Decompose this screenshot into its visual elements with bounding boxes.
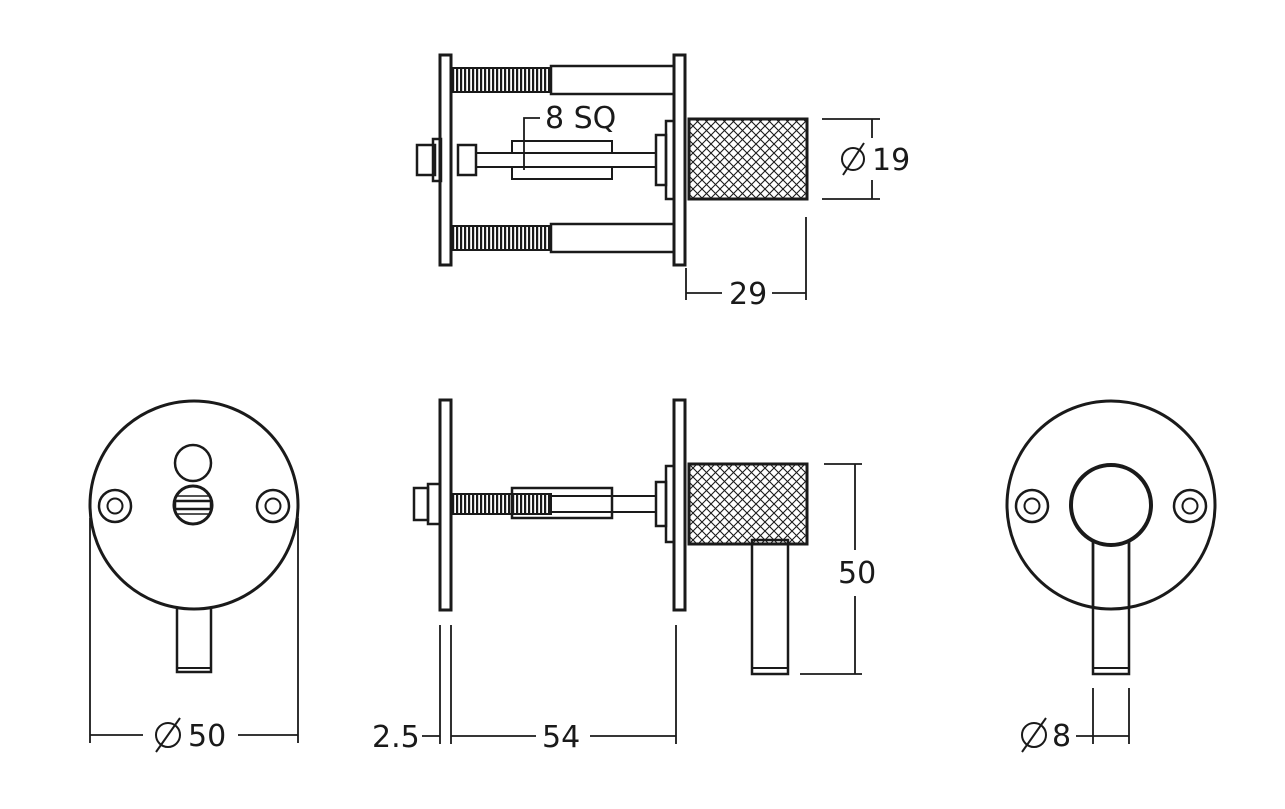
top-square-bar-lower bbox=[511, 166, 613, 180]
top-right-plate bbox=[672, 53, 687, 267]
right-screw-icon bbox=[1172, 488, 1208, 524]
top-spindle-collar bbox=[431, 137, 443, 183]
square-spindle-label: 8 SQ bbox=[545, 101, 616, 136]
top-lower-thread bbox=[450, 225, 552, 251]
side-knurled-knob bbox=[687, 462, 809, 546]
side-thread bbox=[450, 493, 552, 515]
door-span-label: 54 bbox=[542, 720, 580, 755]
top-upper-sleeve bbox=[549, 64, 676, 96]
front-indicator-view: 50 bbox=[88, 399, 300, 754]
top-view: 8 SQ 19 29 bbox=[415, 53, 910, 312]
top-knurled-knob bbox=[687, 117, 809, 201]
top-spindle-end-cap bbox=[415, 143, 437, 177]
side-right-plate bbox=[672, 398, 687, 612]
lever-height-label: 50 bbox=[838, 556, 876, 591]
right-screw-icon bbox=[255, 488, 291, 524]
left-screw-icon bbox=[1014, 488, 1050, 524]
side-spindle bbox=[550, 495, 657, 513]
top-lower-sleeve bbox=[549, 222, 676, 254]
lever-side-view: 8 bbox=[1005, 399, 1217, 754]
side-washer bbox=[654, 480, 668, 528]
indicator-emergency-lever bbox=[175, 604, 213, 674]
indicator-window bbox=[173, 443, 213, 483]
rose-thickness-label: 2.5 bbox=[372, 720, 420, 755]
knob-diameter-label: 19 bbox=[872, 143, 910, 178]
square-spindle-leader bbox=[523, 117, 540, 170]
diameter-icon bbox=[1021, 717, 1047, 753]
lever-diameter-label: 8 bbox=[1052, 719, 1071, 754]
side-left-plate bbox=[438, 398, 453, 612]
side-sleeve bbox=[510, 486, 614, 520]
rose-diameter-label: 50 bbox=[188, 719, 226, 754]
lever-rose bbox=[1005, 399, 1217, 611]
side-view: 50 2.5 54 bbox=[372, 398, 876, 755]
left-screw-icon bbox=[97, 488, 133, 524]
side-end-cap bbox=[412, 486, 430, 522]
side-collar bbox=[426, 482, 442, 526]
knob-projection-label: 29 bbox=[729, 277, 767, 312]
side-lever-stem bbox=[750, 538, 790, 676]
top-spindle-nut bbox=[456, 143, 478, 177]
side-washer-2 bbox=[664, 464, 676, 544]
diameter-icon bbox=[841, 142, 865, 176]
top-spindle-shaft bbox=[475, 152, 657, 168]
top-upper-thread bbox=[450, 67, 552, 93]
lever-boss bbox=[1069, 463, 1153, 547]
top-knob-washer-2 bbox=[664, 119, 676, 201]
diameter-icon bbox=[155, 717, 181, 753]
top-knob-washer bbox=[654, 133, 668, 187]
top-square-bar-upper bbox=[511, 140, 613, 154]
coin-slot-icon bbox=[172, 484, 214, 526]
